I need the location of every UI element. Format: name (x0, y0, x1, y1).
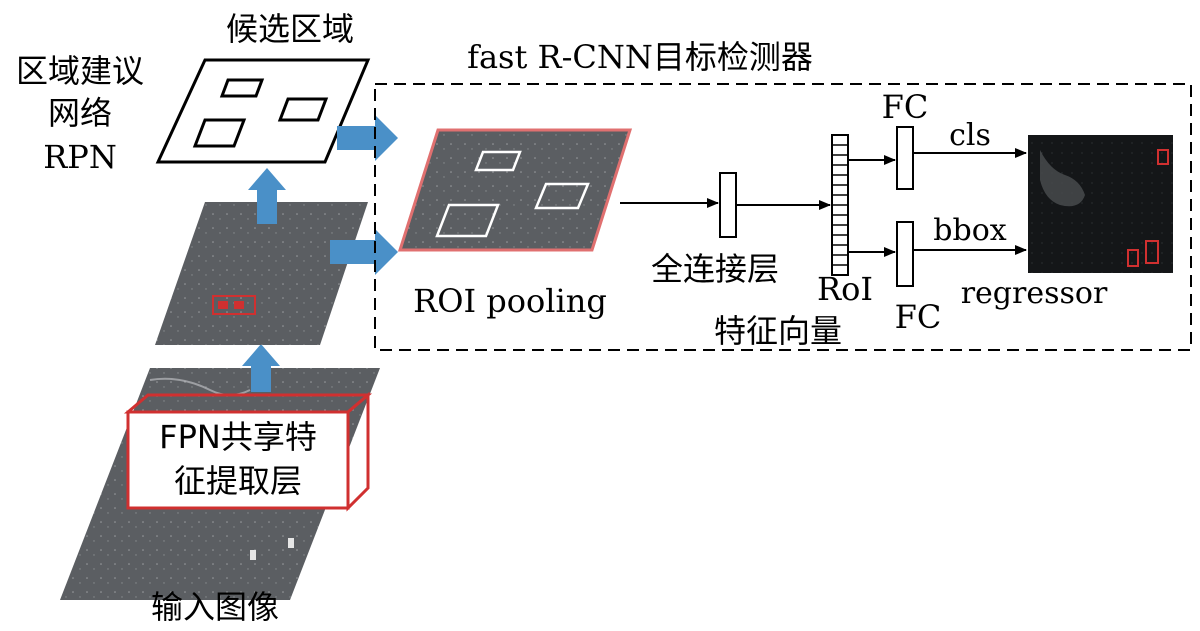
feature-map-layer (155, 202, 368, 345)
feature-vector-label: 特征向量 (714, 312, 842, 350)
arrow-feature-to-detector (330, 229, 398, 275)
input-image-label: 输入图像 (151, 588, 279, 626)
arrow-fpn-to-feature (242, 344, 280, 392)
roi-label: RoI (817, 270, 873, 308)
fc-top-label: FC (882, 88, 929, 126)
fc-layer-bar (719, 172, 737, 238)
rpn-label-line2: 网络 (48, 94, 112, 132)
arrow-feature-to-candidates (248, 168, 286, 224)
candidate-regions-panel (155, 58, 371, 164)
rpn-label-line3: RPN (43, 138, 117, 176)
fpn-label-line1: FPN共享特 (159, 418, 317, 456)
fpn-label-line2: 征提取层 (174, 462, 302, 500)
roi-pooling-label: ROI pooling (413, 282, 607, 320)
fc-top-bar (896, 126, 914, 190)
fc-bottom-bar (896, 221, 914, 287)
cls-label: cls (949, 118, 991, 153)
regressor-label: regressor (961, 276, 1108, 311)
fpn-feature-box (123, 391, 373, 512)
detector-boundary (374, 83, 1192, 351)
rpn-label-line1: 区域建议 (16, 52, 144, 90)
roi-feature-vector (831, 134, 849, 276)
candidate-regions-label: 候选区域 (226, 10, 354, 48)
fc-bottom-label: FC (895, 298, 942, 336)
arrow-candidates-to-detector (337, 115, 398, 161)
bbox-label: bbox (933, 213, 1006, 248)
fc-layer-label: 全连接层 (651, 250, 779, 288)
roi-pooling-panel (397, 128, 633, 252)
output-detection-image (1028, 135, 1173, 273)
detector-title: fast R-CNN目标检测器 (467, 38, 813, 76)
